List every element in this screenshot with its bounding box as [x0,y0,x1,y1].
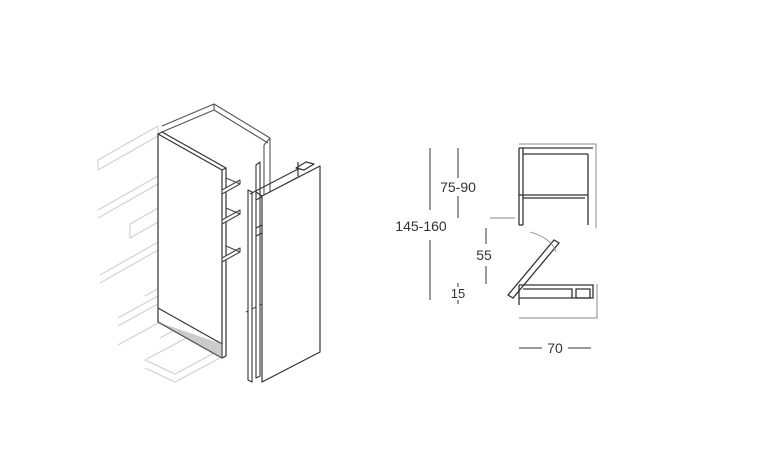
door-panel [255,161,321,383]
internal-shelves [221,177,241,263]
dimension-labels: 145-160 75-90 55 15 70 [395,179,563,356]
upper-cabinet [518,147,593,226]
dim-plinth: 15 [451,286,465,301]
dim-lower-height: 55 [476,247,492,263]
isometric-cabinet [97,103,321,383]
lower-base [518,284,594,305]
dimension-lines [429,148,591,349]
dim-depth: 70 [547,340,563,356]
dim-upper-height: 75-90 [440,179,476,195]
folding-door [507,231,560,299]
dim-total-height: 145-160 [395,218,447,234]
side-panel [157,131,227,359]
section-drawing: 145-160 75-90 55 15 70 [395,143,598,356]
wall-lines [519,143,598,319]
